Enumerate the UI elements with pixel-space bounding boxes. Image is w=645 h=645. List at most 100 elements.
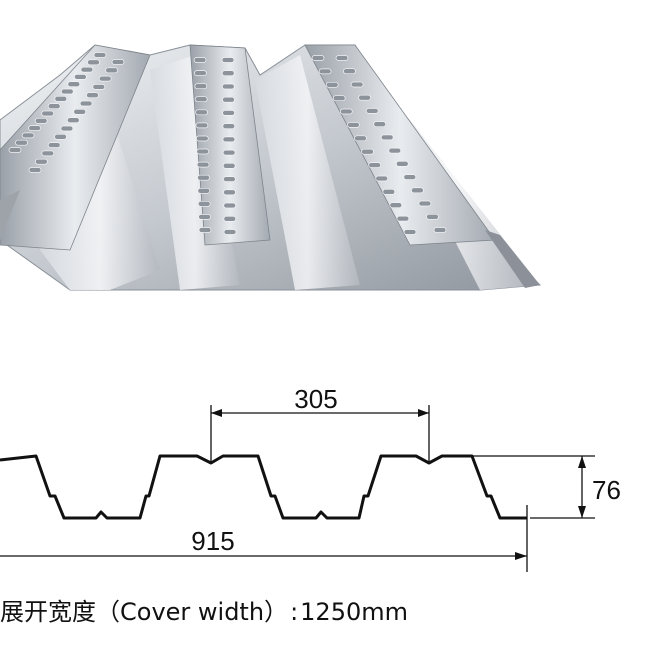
embossment [8,147,22,153]
embossment [350,81,364,88]
embossment [197,200,211,207]
embossment [223,189,236,196]
embossment [389,202,403,209]
embossment [368,162,381,168]
embossment [375,175,389,182]
embossment [195,122,209,129]
embossment [198,227,212,233]
height-label: 76 [592,475,621,505]
embossment [382,188,396,195]
embossment [222,162,236,169]
embossment [197,187,211,194]
cover-width-label-en: （Cover width） [96,598,289,626]
profile-drawing [0,405,595,572]
embossment [403,174,417,180]
embossment [222,123,236,130]
embossment [221,57,235,63]
embossment [196,148,210,155]
embossment [343,68,356,75]
embossment [54,95,68,102]
embossment [98,75,112,82]
embossment [223,202,237,209]
embossment [86,92,99,99]
embossment [380,134,394,141]
embossment [74,74,87,80]
height-arrow-top [578,456,586,468]
deck-left-edge [0,190,20,240]
embossment [193,57,207,63]
embossment [21,132,35,139]
cover-width-caption: 展开宽度（Cover width）:1250mm [0,592,408,627]
embossment [395,160,409,167]
embossment [54,133,67,140]
embossment [28,125,41,131]
embossment [194,83,208,90]
embossment [93,52,107,58]
profile-line [0,454,527,520]
embossment [194,96,208,103]
length-label: 915 [191,526,234,556]
embossment [403,229,417,235]
embossment [197,174,210,181]
embossment [396,215,410,222]
embossment [47,103,61,110]
embossment [196,161,210,168]
embossment [222,149,236,156]
embossment [80,66,94,73]
embossment [41,110,55,117]
embossment [418,200,432,207]
embossment [60,88,74,95]
cover-width-value: 1250mm [300,598,408,626]
rib-pitch-arrow-left [211,409,222,417]
embossment [195,135,209,142]
embossment [41,150,55,157]
embossment [223,176,236,182]
embossment [325,81,339,88]
embossment [92,84,106,90]
embossment [87,59,100,66]
embossment [222,96,235,103]
embossment [222,110,235,116]
embossment [47,142,61,148]
embossment [105,67,118,74]
embossment [354,135,367,142]
embossment [411,187,424,194]
embossment [311,55,325,61]
cover-width-colon: : [290,598,299,626]
embossment [347,122,360,128]
embossment [67,81,81,88]
embossment [222,136,236,143]
embossment [60,125,74,132]
embossment [221,83,235,90]
embossment [223,229,237,235]
embossment [73,108,87,115]
deck-end-flange [485,230,540,288]
embossment [426,213,439,220]
rib-pitch-arrow-right [418,409,429,417]
embossment [361,148,374,155]
floor-deck-image [0,44,542,291]
deck-embossments [8,52,447,235]
embossment [332,95,346,102]
embossment [223,215,237,222]
embossment [318,68,332,75]
embossment [66,117,80,124]
embossment [339,108,353,115]
rib-pitch-label: 305 [294,384,337,414]
embossment [365,108,379,114]
embossment [358,94,371,101]
height-arrow-bottom [578,506,586,518]
embossment [221,70,235,77]
embossment [79,100,93,107]
embossment [111,59,125,65]
embossment [194,70,207,76]
embossment [28,167,42,173]
embossment [35,158,48,165]
embossment [433,227,447,233]
embossment [34,117,48,124]
length-arrow-right [515,552,527,560]
cover-width-label-cn: 展开宽度 [0,598,96,626]
embossment [198,214,211,220]
deck-rib-1 [0,44,151,251]
embossment [373,121,387,128]
